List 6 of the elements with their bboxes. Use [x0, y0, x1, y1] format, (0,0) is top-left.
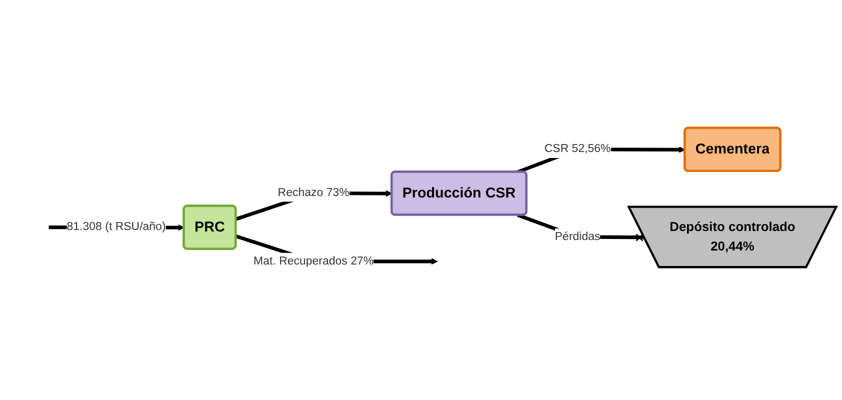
edge-label: Rechazo 73% [278, 184, 350, 202]
process-box: Cementera [684, 126, 782, 172]
edge-label: Mat. Recuperados 27% [254, 252, 374, 270]
process-box: Producción CSR [390, 170, 528, 216]
process-box: PRC [182, 204, 237, 250]
landfill-trapezoid: Depósito controlado 20,44% [627, 206, 838, 268]
